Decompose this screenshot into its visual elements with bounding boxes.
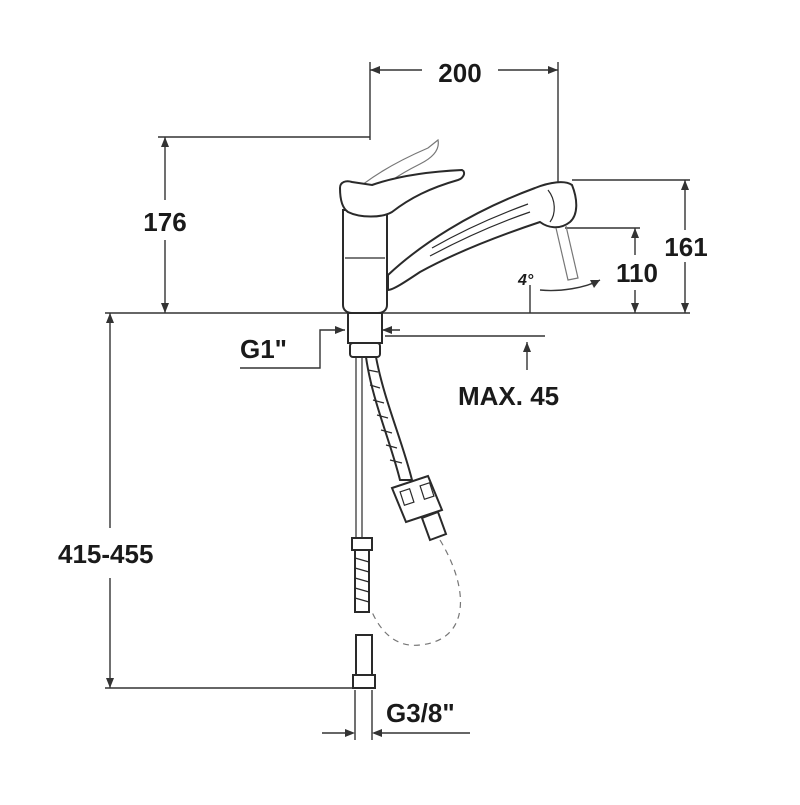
- label-height-110: 110: [616, 258, 658, 288]
- hose-fitting-threaded: [354, 549, 370, 613]
- faucet-column: [342, 209, 388, 314]
- arrowheads: [106, 66, 689, 737]
- lower-connector: [355, 634, 373, 676]
- label-hose-thread: G3/8": [386, 698, 455, 728]
- under-counter-parts: [347, 312, 462, 689]
- hose-fitting-top: [351, 537, 373, 551]
- spray-tilt-outline: [555, 225, 579, 281]
- label-width-200: 200: [438, 58, 481, 88]
- lever-handle: [338, 168, 466, 218]
- spout-detail-top: [431, 203, 529, 249]
- spout-detail-bottom: [429, 211, 531, 257]
- label-length-range: 415-455: [58, 539, 153, 569]
- faucet-body: [338, 138, 601, 314]
- label-height-176: 176: [143, 207, 186, 237]
- fitting-thread-lines: [354, 557, 370, 603]
- hose-weight-end: [420, 510, 448, 542]
- dimension-labels: 200 176 161 110 4° G1" MAX. 45 415-455 G…: [58, 58, 708, 728]
- label-inlet-thread: G1": [240, 334, 287, 364]
- weight-slot-2: [419, 482, 435, 500]
- label-angle: 4°: [517, 272, 534, 289]
- hose-weight: [390, 474, 444, 524]
- label-max-thickness: MAX. 45: [458, 381, 559, 411]
- pull-out-spout: [387, 181, 578, 292]
- braided-spray-hose: [364, 356, 414, 481]
- threaded-shank: [347, 312, 383, 344]
- spout-nozzle-line: [547, 189, 555, 223]
- lower-connector-nut: [352, 674, 376, 689]
- dimension-lines: [105, 62, 690, 740]
- shank-nut: [349, 342, 381, 358]
- weight-slot-1: [399, 488, 415, 506]
- label-height-161: 161: [664, 232, 707, 262]
- hose-braid-lines: [367, 369, 403, 464]
- g1-leader: [240, 329, 345, 369]
- hose-path-dashed: [371, 539, 462, 646]
